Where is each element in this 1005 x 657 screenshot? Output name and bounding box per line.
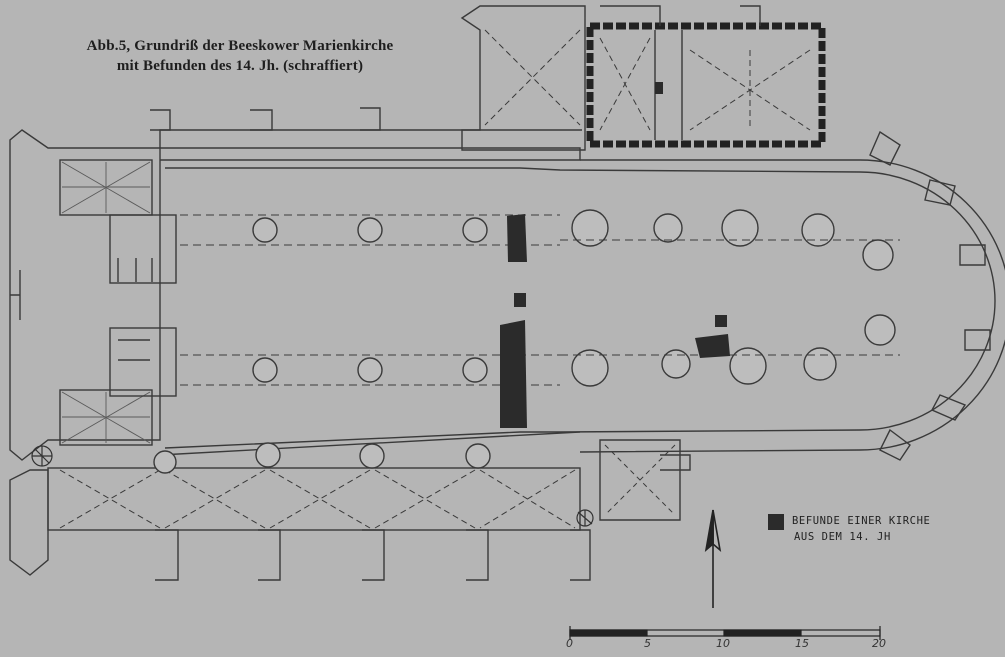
scale-segment-3 — [723, 629, 802, 637]
north-aisle-wall — [160, 147, 581, 161]
north-annex — [460, 5, 586, 151]
west-portal-block-lower — [109, 327, 177, 397]
finding-west-wall — [500, 320, 527, 428]
stair-icon-south — [576, 509, 594, 527]
legend-swatch — [768, 514, 784, 530]
legend-text: BEFUNDE EINER KIRCHE AUS DEM 14. JH — [792, 513, 930, 545]
scale-bar — [569, 626, 881, 640]
legend-line-2: AUS DEM 14. JH — [794, 531, 891, 543]
south-aisle — [47, 467, 581, 531]
north-arrow-icon — [704, 509, 722, 608]
spiral-stair-icon — [31, 445, 53, 467]
caption-line-2: mit Befunden des 14. Jh. (schraffiert) — [116, 58, 364, 74]
scale-tick-10: 10 — [716, 637, 730, 650]
finding-small-block — [514, 293, 526, 307]
tower-chamber-north — [59, 159, 153, 216]
scale-tick-5: 5 — [644, 637, 651, 650]
south-buttresses — [155, 529, 591, 581]
nave-columns — [252, 209, 896, 387]
south-annex — [599, 439, 681, 521]
chevet-buttresses — [869, 130, 991, 461]
figure-caption: Abb.5, Grundriß der Beeskower Marienkirc… — [40, 36, 440, 76]
findings-14th-century — [500, 82, 730, 428]
finding-apse-fragment — [695, 334, 730, 358]
tower-vault-hatching — [61, 161, 151, 444]
nave-axis-lines — [180, 214, 900, 386]
caption-line-1: Abb.5, Grundriß der Beeskower Marienkirc… — [86, 38, 394, 54]
scale-tick-20: 20 — [872, 637, 886, 650]
west-portal-block — [109, 214, 177, 284]
tower-chamber-south — [59, 389, 153, 446]
north-chapel-14th — [586, 22, 826, 148]
south-aisle-vaults — [59, 469, 576, 529]
scale-tick-15: 15 — [795, 637, 809, 650]
scale-tick-0: 0 — [566, 637, 573, 650]
finding-north-pier — [507, 214, 527, 262]
south-columns — [153, 442, 491, 474]
north-buttresses — [150, 107, 381, 131]
legend-line-1: BEFUNDE EINER KIRCHE — [792, 515, 931, 527]
west-tower-outline — [9, 129, 161, 461]
scale-segment-1 — [569, 629, 648, 637]
nave-boundary — [164, 167, 996, 449]
